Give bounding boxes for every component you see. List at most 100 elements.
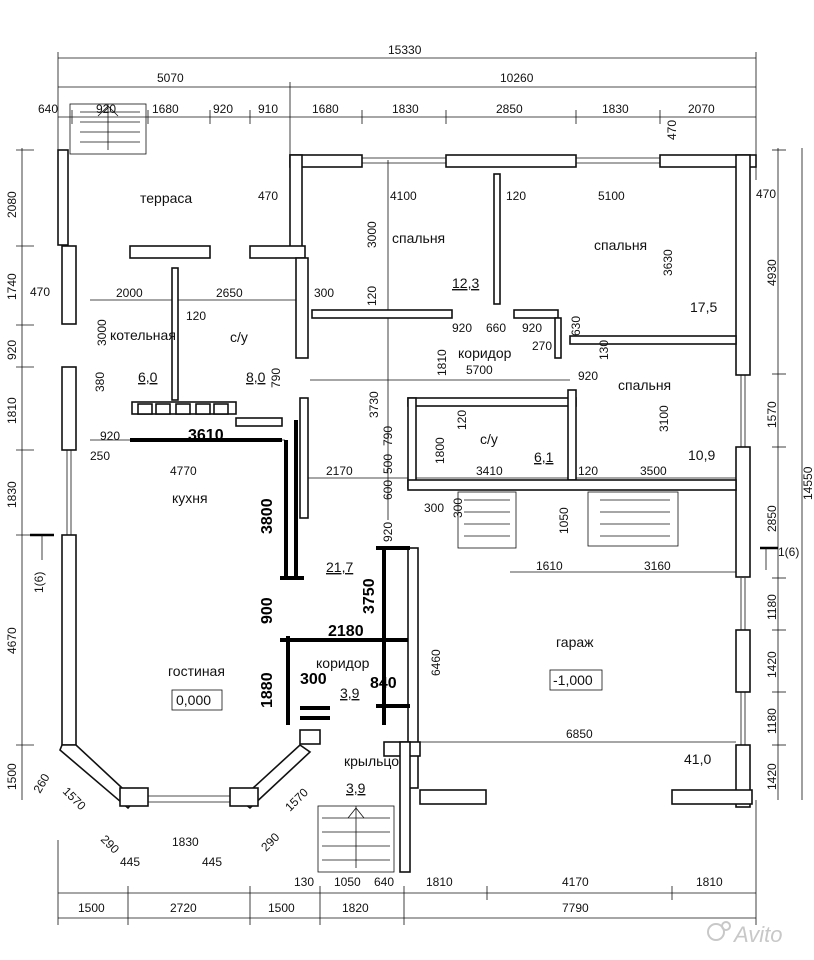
- dim-top-extra: 470: [665, 120, 679, 140]
- interior-dimensions: 470 4100 120 5100 3000 3630 2000 2650 30…: [90, 189, 675, 741]
- level-box-garage: [549, 669, 603, 691]
- dim-int-18: 1810: [435, 349, 449, 376]
- room-bedroom1-name: спальня: [392, 230, 445, 246]
- dim-top-row3-6: 1830: [392, 102, 419, 116]
- dim-bottom2-2: 1500: [268, 901, 295, 915]
- dim-living-bottom-1: 445: [120, 855, 140, 869]
- dim-bottom1-3: 1810: [426, 875, 453, 889]
- bold-dimensions: 3610 3800 900 3750 2180 1880 300 840: [188, 427, 397, 708]
- walls: [57, 149, 757, 873]
- room-bedroom3-area: 10,9: [688, 447, 715, 463]
- dim-int-40: 920: [381, 522, 395, 542]
- dim-int-34: 600: [381, 480, 395, 500]
- dim-int-42: 3160: [644, 559, 671, 573]
- dim-right-7: 1420: [765, 763, 779, 790]
- dim-int-29: 3500: [640, 464, 667, 478]
- dim-int-12: 920: [452, 321, 472, 335]
- bold-dim-3: 3750: [361, 578, 378, 614]
- room-corridor1-name: коридор: [458, 345, 512, 361]
- bold-dim-0: 3610: [188, 427, 224, 444]
- dim-int-16: 630: [569, 316, 583, 336]
- bold-dim-4: 2180: [328, 623, 364, 640]
- dim-top-row3-3: 920: [213, 102, 233, 116]
- avito-logo-icon: [707, 923, 725, 941]
- room-corridor2-name: коридор: [316, 655, 370, 671]
- dim-top-row3-0: 640: [38, 102, 58, 116]
- dim-top-row3-4: 910: [258, 102, 278, 116]
- dim-diag-3: 290: [258, 830, 282, 854]
- dim-int-22: 3100: [657, 405, 671, 432]
- dim-int-20: 920: [578, 369, 598, 383]
- dim-int-8: 300: [314, 286, 334, 300]
- dim-bottom1-4: 4170: [562, 875, 589, 889]
- dim-right-total: 14550: [801, 466, 814, 500]
- dim-int-9: 120: [365, 286, 379, 306]
- dim-int-43: 6460: [429, 649, 443, 676]
- room-kitchen-name: кухня: [172, 490, 208, 506]
- dim-left-4: 1810: [5, 397, 19, 424]
- section-mark-left: 1(6): [32, 572, 46, 593]
- dim-int-27: 3410: [476, 464, 503, 478]
- top-dimensions: 15330 5070 10260 640 920 1680 920 910 16…: [38, 43, 715, 140]
- dim-int-32: 4770: [170, 464, 197, 478]
- dim-int-44: 6850: [566, 727, 593, 741]
- left-dimensions: 2080 1740 470 920 1810 1830 4670 1500: [5, 191, 50, 790]
- stairs: [69, 103, 679, 873]
- dim-int-0: 470: [258, 189, 278, 203]
- room-bedroom1-area: 12,3: [452, 275, 479, 291]
- room-porch-name: крыльцо: [344, 753, 399, 769]
- dim-int-15: 270: [532, 339, 552, 353]
- dim-top-row3-2: 1680: [152, 102, 179, 116]
- room-garage-area: 41,0: [684, 751, 711, 767]
- dim-int-17: 130: [597, 340, 611, 360]
- room-corridor2-area: 3,9: [340, 685, 360, 701]
- bold-dim-1: 3800: [259, 498, 276, 534]
- room-bath2-area: 6,1: [534, 449, 554, 465]
- dim-bottom2-1: 2720: [170, 901, 197, 915]
- dim-int-19: 5700: [466, 363, 493, 377]
- room-bedroom2-name: спальня: [594, 237, 647, 253]
- dim-top-total: 15330: [388, 43, 422, 57]
- room-labels: терраса спальня 12,3 спальня 17,5 спальн…: [110, 190, 717, 796]
- dim-int-7: 2650: [216, 286, 243, 300]
- dim-bottom1-0: 130: [294, 875, 314, 889]
- dim-int-38: 1050: [557, 507, 571, 534]
- dim-int-37: 300: [424, 501, 444, 515]
- dim-diag-0: 260: [30, 771, 52, 796]
- dim-bottom2-3: 1820: [342, 901, 369, 915]
- dim-int-1: 4100: [390, 189, 417, 203]
- room-bedroom2-area: 17,5: [690, 299, 717, 315]
- dim-bottom2-4: 7790: [562, 901, 589, 915]
- dim-int-24: 790: [269, 368, 283, 388]
- dim-diag-4: 1570: [282, 785, 311, 814]
- dim-right-3: 2850: [765, 505, 779, 532]
- dim-int-5: 3630: [661, 249, 675, 276]
- dim-left-0: 2080: [5, 191, 19, 218]
- dim-left-5: 1830: [5, 481, 19, 508]
- bold-partitions: [130, 420, 410, 725]
- dim-right-2: 1570: [765, 401, 779, 428]
- section-markers: 1(6) 1(6): [30, 533, 799, 593]
- dim-int-13: 660: [486, 321, 506, 335]
- dim-top-row3-5: 1680: [312, 102, 339, 116]
- dim-int-3: 5100: [598, 189, 625, 203]
- dim-top-row3-8: 1830: [602, 102, 629, 116]
- room-bedroom3-name: спальня: [618, 377, 671, 393]
- bold-dim-5: 1880: [259, 672, 276, 708]
- dim-int-14: 920: [522, 321, 542, 335]
- dim-top-row3-1: 920: [96, 102, 116, 116]
- dim-bottom1-5: 1810: [696, 875, 723, 889]
- dim-living-bottom-2: 445: [202, 855, 222, 869]
- dim-right-5: 1420: [765, 651, 779, 678]
- dim-int-21: 3730: [367, 391, 381, 418]
- room-garage-level: -1,000: [553, 672, 593, 688]
- dim-bottom1-2: 640: [374, 875, 394, 889]
- bold-dim-2: 900: [259, 597, 276, 624]
- watermark-text: Avito: [732, 922, 783, 947]
- dim-int-4: 3000: [365, 221, 379, 248]
- room-garage-name: гараж: [556, 634, 594, 650]
- dim-int-28: 120: [578, 464, 598, 478]
- dim-right-1: 4930: [765, 259, 779, 286]
- dim-int-26: 1800: [433, 437, 447, 464]
